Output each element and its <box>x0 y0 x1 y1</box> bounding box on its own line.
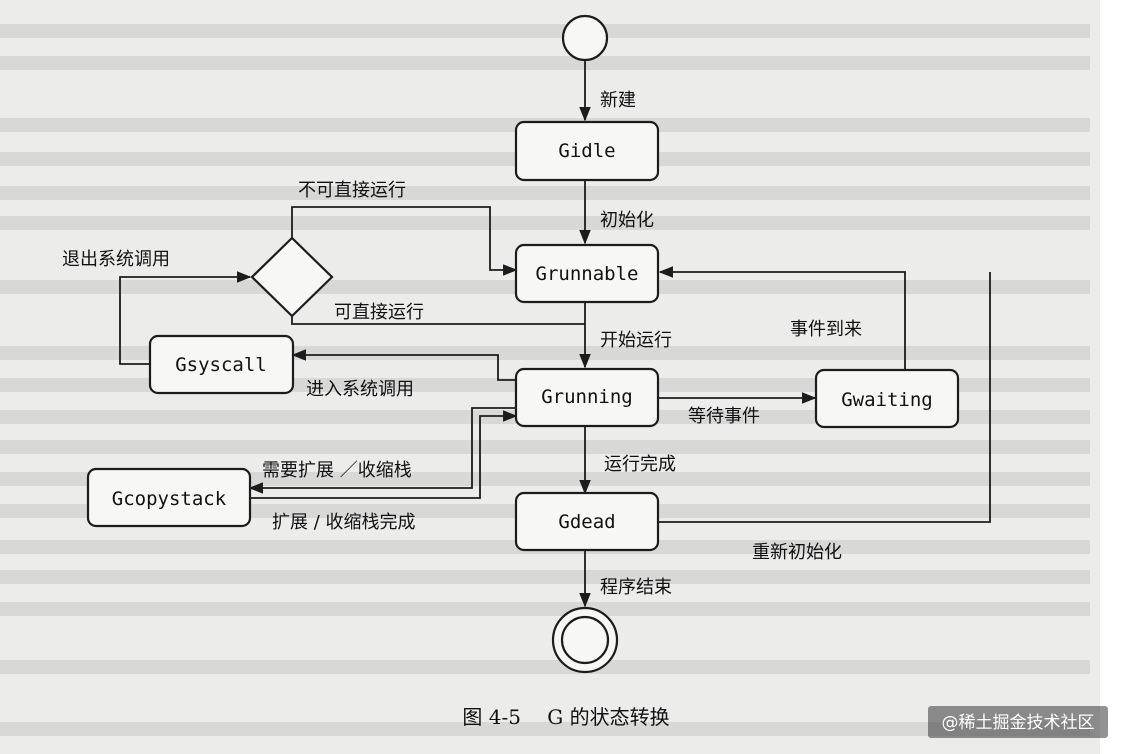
state-gwaiting: Gwaiting <box>814 368 960 429</box>
state-gcopystack: Gcopystack <box>86 467 252 528</box>
arrow-event-arrived <box>658 266 906 370</box>
label-event-arrived: 事件到来 <box>790 319 862 340</box>
state-gidle-label: Gidle <box>558 140 615 162</box>
state-gwaiting-label: Gwaiting <box>841 389 933 411</box>
connectors <box>119 60 991 608</box>
label-need-grow: 需要扩展 ／收缩栈 <box>262 460 412 481</box>
watermark-text: @稀土掘金技术社区 <box>942 713 1095 733</box>
decision-diamond <box>250 236 334 318</box>
arrow-enter-syscall <box>291 349 516 381</box>
label-reinit: 重新初始化 <box>752 542 842 563</box>
state-gdead: Gdead <box>514 491 660 552</box>
state-grunning-label: Grunning <box>541 386 633 408</box>
arrow-can-direct-run <box>291 316 585 325</box>
state-gsyscall: Gsyscall <box>148 334 295 395</box>
start-node <box>561 14 609 62</box>
label-exit-syscall: 退出系统调用 <box>62 249 170 270</box>
label-run-done: 运行完成 <box>604 454 676 475</box>
label-start-run: 开始运行 <box>600 330 672 351</box>
label-program-end: 程序结束 <box>600 577 672 598</box>
state-gdead-label: Gdead <box>558 511 615 533</box>
label-init: 初始化 <box>600 210 654 231</box>
state-grunning: Grunning <box>514 367 660 428</box>
label-grow-done: 扩展 / 收缩栈完成 <box>272 512 416 533</box>
state-gidle: Gidle <box>514 120 660 182</box>
arrow-exit-syscall <box>119 271 252 365</box>
state-gcopystack-label: Gcopystack <box>112 488 227 510</box>
arrow-reinit <box>658 272 991 523</box>
label-enter-syscall: 进入系统调用 <box>306 379 414 400</box>
label-not-direct-run: 不可直接运行 <box>298 180 406 201</box>
label-wait-event: 等待事件 <box>688 406 760 427</box>
figure-caption: 图 4-5 G 的状态转换 <box>462 705 669 729</box>
end-node <box>551 606 619 674</box>
state-grunnable: Grunnable <box>514 243 660 304</box>
arrow-grow-done <box>250 410 518 499</box>
state-gsyscall-label: Gsyscall <box>175 354 267 376</box>
state-grunnable-label: Grunnable <box>536 263 639 285</box>
label-can-direct-run: 可直接运行 <box>334 302 424 323</box>
arrow-not-direct-run <box>291 206 518 276</box>
arrow-need-grow <box>248 407 516 494</box>
watermark: @稀土掘金技术社区 <box>928 706 1108 738</box>
label-new: 新建 <box>600 90 636 111</box>
